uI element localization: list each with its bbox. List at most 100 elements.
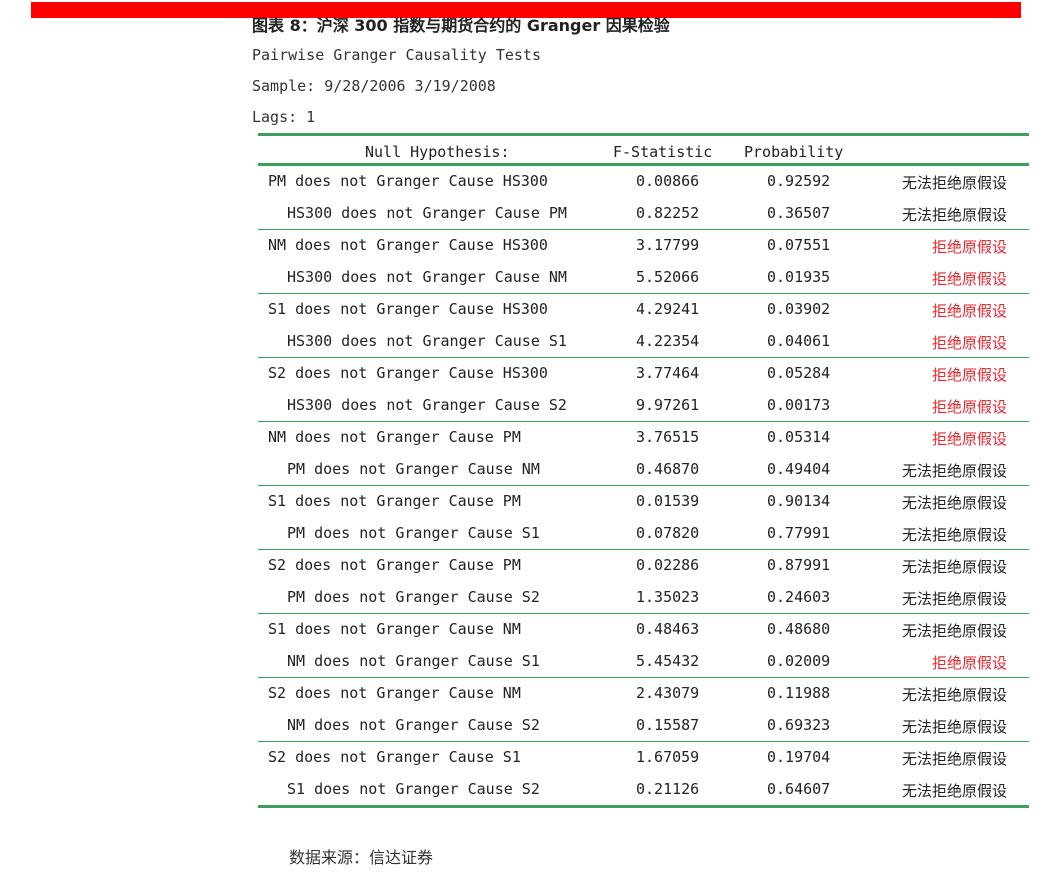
f-statistic-cell: 0.21126 [636, 779, 700, 798]
null-hypothesis-cell: NM does not Granger Cause S1 [287, 651, 540, 670]
f-statistic-cell: 0.48463 [636, 620, 700, 638]
table-group: S2 does not Granger Cause HS300 3.77464 0.… [258, 358, 1029, 422]
probability-cell: 0.92592 [767, 172, 831, 190]
conclusion-cell: 拒绝原假设 [931, 653, 1007, 672]
probability-cell: 0.05284 [767, 364, 831, 382]
probability-cell: 0.90134 [767, 492, 831, 510]
null-hypothesis-cell: NM does not Granger Cause S2 [287, 715, 540, 734]
conclusion-cell: 无法拒绝原假设 [901, 750, 1007, 768]
f-statistic-cell: 5.52066 [636, 267, 700, 286]
f-statistic-cell: 4.22354 [636, 331, 700, 350]
probability-cell: 0.05314 [767, 428, 831, 446]
conclusion-cell: 拒绝原假设 [931, 397, 1007, 416]
table-row: S1 does not Granger Cause PM 0.01539 0.901… [258, 486, 1029, 518]
conclusion-cell: 无法拒绝原假设 [901, 622, 1007, 640]
f-statistic-cell: 5.45432 [636, 651, 700, 670]
probability-cell: 0.77991 [767, 523, 831, 542]
lags-count: Lags: 1 [252, 108, 316, 126]
table-row: S2 does not Granger Cause HS300 3.77464 0.… [258, 358, 1029, 390]
table-group: S2 does not Granger Cause PM 0.02286 0.879… [258, 550, 1029, 614]
conclusion-cell: 拒绝原假设 [931, 333, 1007, 352]
probability-cell: 0.02009 [767, 651, 831, 670]
conclusion-cell: 拒绝原假设 [931, 238, 1007, 256]
null-hypothesis-cell: S2 does not Granger Cause HS300 [268, 364, 548, 382]
conclusion-cell: 拒绝原假设 [931, 366, 1007, 384]
table-row: PM does not Granger Cause HS300 0.00866 0.… [258, 166, 1029, 198]
null-hypothesis-cell: S2 does not Granger Cause PM [268, 556, 521, 574]
null-hypothesis-cell: PM does not Granger Cause S1 [287, 523, 540, 542]
f-statistic-cell: 4.29241 [636, 300, 700, 318]
f-statistic-cell: 0.01539 [636, 492, 700, 510]
header-probability: Probability [744, 143, 844, 161]
probability-cell: 0.64607 [767, 779, 831, 798]
conclusion-cell: 无法拒绝原假设 [901, 174, 1007, 192]
null-hypothesis-cell: S1 does not Granger Cause NM [268, 620, 521, 638]
probability-cell: 0.49404 [767, 459, 831, 478]
table-row: PM does not Granger Cause NM 0.46870 0.494… [258, 454, 1029, 486]
f-statistic-cell: 0.00866 [636, 172, 700, 190]
granger-results-table: Null Hypothesis: F-Statistic Probability… [258, 133, 1029, 808]
null-hypothesis-cell: HS300 does not Granger Cause S2 [287, 395, 567, 414]
null-hypothesis-cell: HS300 does not Granger Cause PM [287, 203, 567, 222]
table-row: NM does not Granger Cause S1 5.45432 0.020… [258, 646, 1029, 678]
null-hypothesis-cell: S1 does not Granger Cause S2 [287, 779, 540, 798]
table-header: Null Hypothesis: F-Statistic Probability [258, 133, 1029, 166]
f-statistic-cell: 1.35023 [636, 587, 700, 606]
f-statistic-cell: 0.02286 [636, 556, 700, 574]
f-statistic-cell: 3.17799 [636, 236, 700, 254]
f-statistic-cell: 3.77464 [636, 364, 700, 382]
probability-cell: 0.36507 [767, 203, 831, 222]
table-row: S2 does not Granger Cause PM 0.02286 0.879… [258, 550, 1029, 582]
conclusion-cell: 无法拒绝原假设 [901, 525, 1007, 544]
null-hypothesis-cell: S1 does not Granger Cause PM [268, 492, 521, 510]
null-hypothesis-cell: PM does not Granger Cause NM [287, 459, 540, 478]
conclusion-cell: 无法拒绝原假设 [901, 461, 1007, 480]
table-body: PM does not Granger Cause HS300 0.00866 0.… [258, 166, 1029, 808]
table-row: S1 does not Granger Cause S2 0.21126 0.646… [258, 774, 1029, 806]
conclusion-cell: 无法拒绝原假设 [901, 717, 1007, 736]
probability-cell: 0.19704 [767, 748, 831, 766]
probability-cell: 0.07551 [767, 236, 831, 254]
test-name: Pairwise Granger Causality Tests [252, 46, 541, 64]
conclusion-cell: 无法拒绝原假设 [901, 589, 1007, 608]
f-statistic-cell: 1.67059 [636, 748, 700, 766]
probability-cell: 0.24603 [767, 587, 831, 606]
probability-cell: 0.03902 [767, 300, 831, 318]
f-statistic-cell: 0.46870 [636, 459, 700, 478]
header-f-statistic: F-Statistic [613, 143, 713, 161]
null-hypothesis-cell: HS300 does not Granger Cause S1 [287, 331, 567, 350]
null-hypothesis-cell: PM does not Granger Cause HS300 [268, 172, 548, 190]
sample-range: Sample: 9/28/2006 3/19/2008 [252, 77, 496, 95]
probability-cell: 0.11988 [767, 684, 831, 702]
probability-cell: 0.69323 [767, 715, 831, 734]
conclusion-cell: 拒绝原假设 [931, 302, 1007, 320]
table-group: PM does not Granger Cause HS300 0.00866 0.… [258, 166, 1029, 230]
probability-cell: 0.04061 [767, 331, 831, 350]
table-group: S1 does not Granger Cause PM 0.01539 0.901… [258, 486, 1029, 550]
null-hypothesis-cell: S2 does not Granger Cause NM [268, 684, 521, 702]
probability-cell: 0.01935 [767, 267, 831, 286]
conclusion-cell: 无法拒绝原假设 [901, 686, 1007, 704]
conclusion-cell: 拒绝原假设 [931, 430, 1007, 448]
probability-cell: 0.00173 [767, 395, 831, 414]
top-accent-bar [31, 2, 1021, 18]
probability-cell: 0.87991 [767, 556, 831, 574]
header-null-hypothesis: Null Hypothesis: [365, 143, 510, 161]
conclusion-cell: 无法拒绝原假设 [901, 494, 1007, 512]
f-statistic-cell: 9.97261 [636, 395, 700, 414]
data-source-note: 数据来源：信达证券 [289, 848, 434, 867]
